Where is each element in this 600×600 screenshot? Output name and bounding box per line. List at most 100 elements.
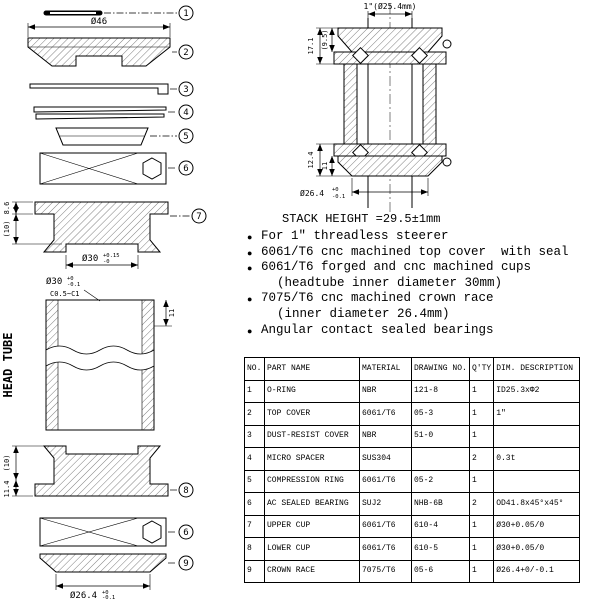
- callout-5: 5: [150, 128, 194, 144]
- table-row: 8 LOWER CUP 6061/T6 610-5 1 Ø30+0.05/0: [244, 537, 581, 561]
- cell-drawing-no: [411, 447, 470, 471]
- dia264-left-tol-bot: -0.1: [102, 595, 115, 600]
- dim-11-assembled-label: 11: [321, 162, 329, 170]
- cell-drawing-no: 05-3: [411, 402, 470, 426]
- header-part-name: PART NAME: [264, 357, 360, 381]
- crown-race-assembled: [337, 155, 452, 177]
- head-tube-drawing: [45, 299, 155, 431]
- upper-cup-drawing: [34, 201, 169, 253]
- cell-material: 7075/T6: [359, 559, 412, 583]
- table-header-row: NO. PART NAME MATERIAL DRAWING NO. Q'TY …: [244, 357, 581, 381]
- dim-10-upper-label: (10): [3, 221, 11, 238]
- table-row: 1 O-RING NBR 121-8 1 ID25.3xΦ2: [244, 379, 581, 403]
- feature-list: For 1" threadless steerer 6061/T6 cnc ma…: [247, 229, 569, 340]
- cell-part-name: DUST-RESIST COVER: [264, 424, 360, 448]
- cell-material: 6061/T6: [359, 537, 412, 561]
- dim-dia46: Ø46: [27, 16, 171, 37]
- cell-material: 6061/T6: [359, 469, 412, 493]
- callout-4: 4: [168, 104, 194, 120]
- callout-3-number: 3: [183, 85, 188, 95]
- bearing-lower-drawing: [39, 517, 167, 547]
- cell-part-name: O-RING: [264, 379, 360, 403]
- dia264-assembled-tol-top: +0: [332, 187, 339, 193]
- feature-item-continued: (inner diameter 26.4mm): [277, 306, 450, 321]
- cell-dim: Ø30+0.05/0: [493, 537, 581, 561]
- table-row: 2 TOP COVER 6061/T6 05-3 1 1": [244, 402, 581, 426]
- compression-ring-drawing: [55, 127, 149, 146]
- cell-no: 7: [244, 514, 265, 538]
- upper-cup-assembled: [333, 47, 447, 65]
- crown-race-drawing: [39, 553, 167, 573]
- dust-cover-drawing: [29, 83, 169, 95]
- steerer-label: 1"(Ø25.4mm): [364, 1, 417, 11]
- callout-6-upper: 6: [168, 160, 194, 176]
- cell-part-name: MICRO SPACER: [264, 447, 360, 471]
- dim-10-lower-label: (10): [3, 455, 11, 472]
- table-row: 6 AC SEALED BEARING SUJ2 NHB-6B 2 OD41.8…: [244, 492, 581, 516]
- exploded-view-drawing: 1 Ø46 2 3: [1, 5, 207, 600]
- header-drawing-no: DRAWING NO.: [411, 357, 470, 381]
- cell-qty: 2: [468, 492, 495, 516]
- table-row: 5 COMPRESSION RING 6061/T6 05-2 1: [244, 469, 581, 493]
- callout-9: 9: [168, 555, 194, 571]
- dia30-ht-tol-bot: -0.1: [67, 282, 80, 288]
- dim-dia30-headtube: Ø30 +0 -0.1 C0.5~C1: [46, 276, 101, 302]
- dim-9-5-label: (9.5): [321, 29, 329, 50]
- table-row: 9 CROWN RACE 7075/T6 05-6 1 Ø26.4+0/-0.1: [244, 559, 581, 583]
- cell-qty: 1: [468, 559, 495, 583]
- dia30-cup-label: Ø30: [82, 253, 98, 264]
- cell-material: NBR: [359, 379, 412, 403]
- feature-item: 6061/T6 forged and cnc machined cups: [247, 260, 569, 277]
- cell-part-name: AC SEALED BEARING: [264, 492, 360, 516]
- cell-qty: 1: [468, 469, 495, 493]
- callout-7-number: 7: [196, 212, 201, 222]
- cell-material: 6061/T6: [359, 514, 412, 538]
- callout-2: 2: [172, 44, 194, 60]
- cell-material: SUS304: [359, 447, 412, 471]
- stack-height-note: STACK HEIGHT =29.5±1mm: [282, 212, 441, 226]
- header-material: MATERIAL: [359, 357, 412, 381]
- callout-8-number: 8: [183, 486, 188, 496]
- callout-8: 8: [170, 482, 194, 498]
- feature-item: Angular contact sealed bearings: [247, 323, 569, 340]
- cell-drawing-no: 05-2: [411, 469, 470, 493]
- cell-part-name: TOP COVER: [264, 402, 360, 426]
- dim-8-6-label: 8.6: [3, 202, 11, 215]
- dia30-ht-label: Ø30: [46, 276, 62, 287]
- callout-4-number: 4: [183, 108, 188, 118]
- cell-drawing-no: 121-8: [411, 379, 470, 403]
- cell-no: 2: [244, 402, 265, 426]
- table-row: 3 DUST-RESIST COVER NBR 51-0 1: [244, 424, 581, 448]
- dia46-label: Ø46: [91, 16, 107, 27]
- cell-dim: Ø30+0.05/0: [493, 514, 581, 538]
- cell-drawing-no: 05-6: [411, 559, 470, 583]
- header-qty: Q'TY: [468, 357, 495, 381]
- callout-9-number: 9: [183, 559, 188, 569]
- cell-no: 4: [244, 447, 265, 471]
- callout-3: 3: [170, 81, 194, 97]
- cell-no: 1: [244, 379, 265, 403]
- callout-6-number: 6: [183, 164, 188, 174]
- dia30-cup-tol-top: +0.15: [103, 253, 120, 259]
- cell-no: 8: [244, 537, 265, 561]
- callout-6-lower-number: 6: [183, 528, 188, 538]
- dim-17-1-label: 17.1: [307, 38, 315, 55]
- dim-12-4-label: 12.4: [307, 152, 315, 169]
- cell-part-name: UPPER CUP: [264, 514, 360, 538]
- callout-2-number: 2: [183, 48, 188, 58]
- dim-10-lower: (10): [3, 445, 52, 480]
- header-dim-description: DIM. DESCRIPTION: [493, 357, 581, 381]
- chamfer-label: C0.5~C1: [50, 290, 80, 298]
- feature-item: For 1" threadless steerer: [247, 229, 569, 246]
- cell-dim: ID25.3xΦ2: [493, 379, 581, 403]
- cell-drawing-no: 610-5: [411, 537, 470, 561]
- cell-qty: 1: [468, 514, 495, 538]
- dim-8-6: 8.6: [3, 202, 33, 215]
- dia264-assembled-label: Ø26.4: [300, 188, 324, 198]
- dim-10-upper: (10): [3, 214, 62, 245]
- cell-dim: OD41.8x45°x45°: [493, 492, 581, 516]
- cell-drawing-no: 51-0: [411, 424, 470, 448]
- dim-11-4-label: 11.4: [3, 481, 11, 498]
- cell-no: 9: [244, 559, 265, 583]
- header-no: NO.: [244, 357, 265, 381]
